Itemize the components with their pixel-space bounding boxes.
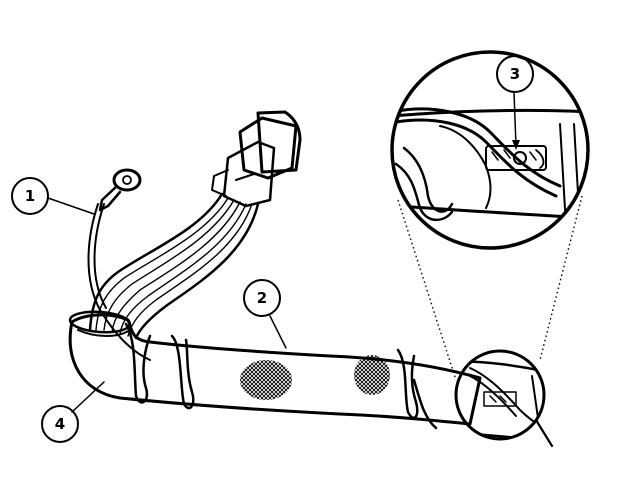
tape-patch-right	[354, 355, 390, 395]
detail-circle-zoom	[390, 50, 590, 250]
tape-patch-left	[240, 360, 292, 400]
wire-bundle	[88, 192, 260, 340]
callout-4: 4	[41, 381, 105, 443]
callout-1: 1	[11, 177, 95, 215]
callout-2-label: 2	[257, 289, 267, 307]
connector	[211, 110, 302, 208]
callout-1-label: 1	[25, 187, 35, 205]
callout-2: 2	[243, 279, 287, 349]
ring-terminal	[98, 168, 142, 212]
wire-wraps	[124, 322, 438, 430]
detail-circle-small	[454, 349, 554, 448]
callout-3: 3	[496, 55, 534, 150]
callout-4-label: 4	[55, 415, 65, 433]
projection-lines	[397, 195, 583, 381]
callout-3-label: 3	[510, 65, 520, 83]
